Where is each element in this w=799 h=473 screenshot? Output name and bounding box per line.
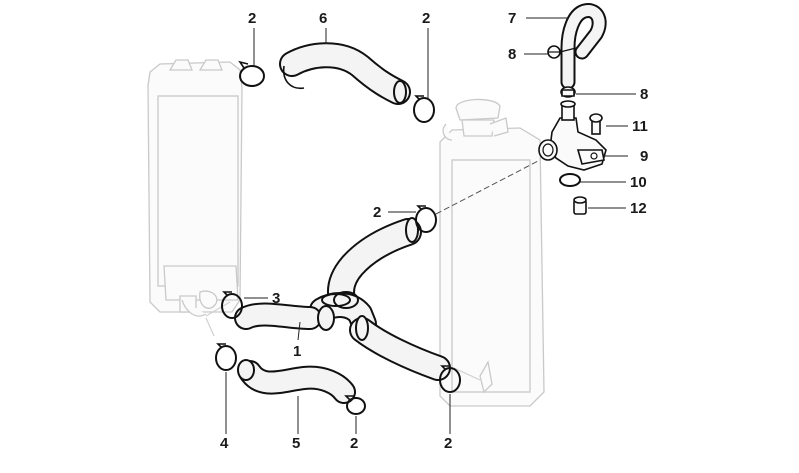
radiator-ghost	[439, 98, 545, 407]
callout-5: 5	[292, 435, 300, 452]
callout-8-upper: 8	[508, 46, 516, 63]
callout-3: 3	[272, 290, 280, 307]
intercooler-ghost	[147, 59, 243, 337]
callout-2-bottom-right: 2	[444, 435, 452, 452]
callout-11: 11	[632, 118, 648, 135]
hose-7	[559, 3, 607, 90]
hose-1	[234, 217, 451, 381]
hose-clamps	[215, 60, 461, 415]
callout-2-top-left: 2	[248, 10, 256, 27]
callout-9: 9	[640, 148, 648, 165]
callout-1: 1	[293, 343, 301, 360]
hose-6	[279, 42, 411, 105]
leader-lines	[225, 17, 636, 434]
callout-12: 12	[630, 200, 647, 217]
callout-labels: 2 6 2 7 8 8 11 9 10 12 2 3 1 4 5 2 2	[220, 10, 648, 452]
callout-7: 7	[508, 10, 516, 27]
alignment-line	[435, 159, 541, 215]
callout-6: 6	[319, 10, 327, 27]
hose-5	[237, 359, 356, 404]
callout-10: 10	[630, 174, 647, 191]
callout-2-middle: 2	[373, 204, 381, 221]
callout-2-bottom-middle: 2	[350, 435, 358, 452]
small-parts	[547, 45, 603, 215]
callout-2-top-right: 2	[422, 10, 430, 27]
callout-8-lower: 8	[640, 86, 648, 103]
thermostat-housing-9	[538, 100, 607, 171]
callout-4: 4	[220, 435, 229, 452]
